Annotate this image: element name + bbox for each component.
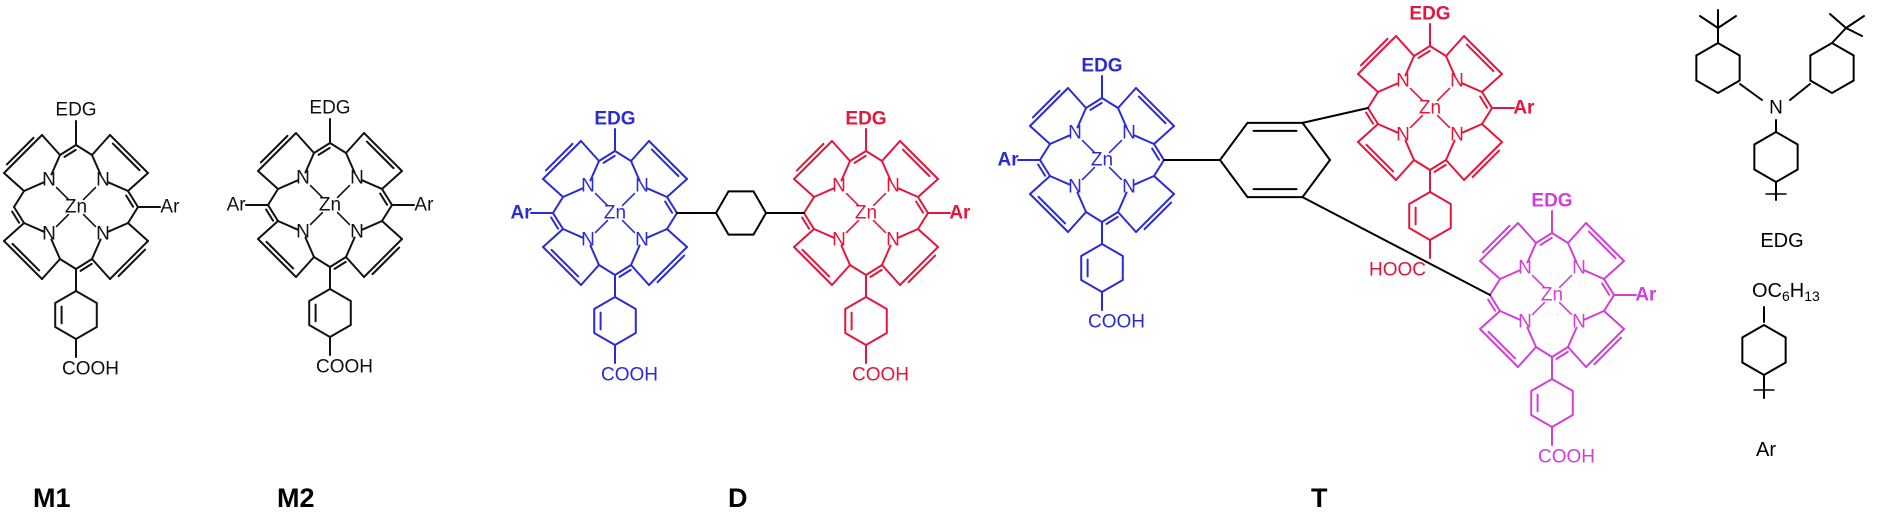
anchor-group-label: HOOC [1369,260,1426,281]
nitrogen-atom-2: N [42,224,56,245]
anchor-group-label: COOH [1538,447,1595,468]
nitrogen-atom-0: N [296,168,310,189]
label-m1: M1 [33,483,71,513]
nitrogen-atom-3: N [96,224,110,245]
substituent-label: Ar [1635,285,1657,306]
nitrogen-atom-3: N [1450,125,1464,146]
substituent-label: Ar [227,195,247,216]
substituent-label: EDG [1409,4,1450,25]
nitrogen-atom-1: N [1450,71,1464,92]
nitrogen-atom-3: N [350,222,364,243]
zinc-atom: Zn [604,203,626,224]
substituent-label: Ar [414,195,434,216]
substituent-label: Ar [1513,98,1535,119]
amine-nitrogen: N [1769,98,1783,119]
nitrogen-atom-1: N [350,168,364,189]
anchor-group-label: COOH [62,359,119,380]
nitrogen-atom-1: N [1572,258,1586,279]
edg-key-label: EDG [1760,230,1803,252]
nitrogen-atom-1: N [886,176,900,197]
label-t: T [1311,483,1328,513]
nitrogen-atom-2: N [296,222,310,243]
nitrogen-atom-2: N [1068,177,1082,198]
ar-key-label: Ar [1756,439,1776,461]
anchor-group-label: COOH [1088,312,1145,333]
nitrogen-atom-3: N [1122,177,1136,198]
substituent-label: EDG [1531,191,1572,212]
nitrogen-atom-1: N [1122,123,1136,144]
ar-group-formula: OC6H13 [1752,280,1820,304]
substituent-label: EDG [309,98,350,119]
zinc-atom: Zn [855,203,877,224]
substituent-label: Ar [160,197,180,218]
anchor-group-label: COOH [316,357,373,378]
nitrogen-atom-2: N [581,230,595,251]
label-d: D [728,483,748,513]
nitrogen-atom-3: N [886,230,900,251]
zinc-atom: Zn [1541,285,1563,306]
zinc-atom: Zn [65,197,87,218]
zinc-atom: Zn [1419,98,1441,119]
anchor-group-label: COOH [852,365,909,386]
nitrogen-atom-1: N [96,170,110,191]
anchor-group-label: COOH [601,365,658,386]
substituent-label: Ar [998,150,1020,171]
nitrogen-atom-2: N [832,230,846,251]
nitrogen-atom-2: N [1518,312,1532,333]
substituent-label: EDG [55,100,96,121]
substituent-label: EDG [845,109,886,130]
substituent-label: EDG [1081,56,1122,77]
nitrogen-atom-0: N [1518,258,1532,279]
substituent-label: EDG [594,109,635,130]
zinc-atom: Zn [1091,150,1113,171]
substituent-label: Ar [511,203,533,224]
substituent-label: Ar [949,203,971,224]
zinc-atom: Zn [319,195,341,216]
nitrogen-atom-3: N [1572,312,1586,333]
nitrogen-atom-0: N [1396,71,1410,92]
nitrogen-atom-0: N [1068,123,1082,144]
nitrogen-atom-0: N [832,176,846,197]
nitrogen-atom-0: N [42,170,56,191]
nitrogen-atom-2: N [1396,125,1410,146]
nitrogen-atom-3: N [635,230,649,251]
label-m2: M2 [277,483,315,513]
nitrogen-atom-1: N [635,176,649,197]
nitrogen-atom-0: N [581,176,595,197]
